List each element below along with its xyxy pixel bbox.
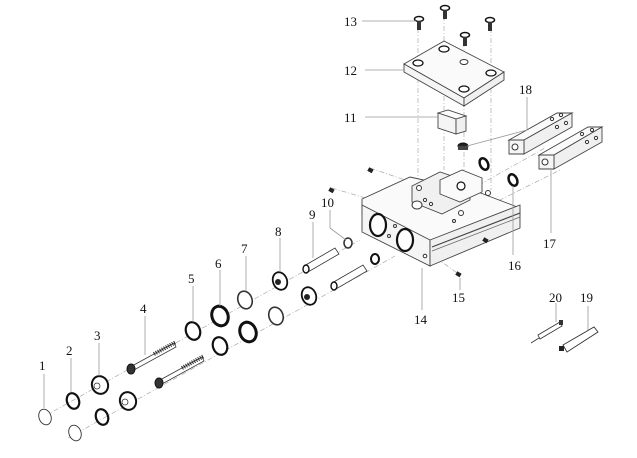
part-2-o-rings <box>65 392 110 426</box>
part-6-bushings <box>210 304 258 344</box>
guide-rail-icon <box>537 126 604 170</box>
callout-16: 16 <box>508 258 522 273</box>
guide-pin-icon <box>330 264 368 291</box>
rod-seal-icon <box>211 336 229 356</box>
piston-rod-icon <box>126 340 177 375</box>
axis-setscrew-left <box>369 167 406 181</box>
callout-7: 7 <box>241 241 248 256</box>
callout-9: 9 <box>309 207 316 222</box>
small-o-ring-icon <box>343 237 353 249</box>
top-plate-side-face <box>463 71 505 107</box>
callout-10: 10 <box>321 195 334 210</box>
retaining-ring-icon <box>68 424 82 442</box>
bore-lower <box>395 227 415 253</box>
part-18-port-seal <box>457 142 469 150</box>
small-o-ring-icon <box>370 253 380 265</box>
part-3-end-caps <box>90 375 138 411</box>
piston-rod-icon <box>154 354 205 389</box>
callout-20: 20 <box>549 290 562 305</box>
bushing-icon <box>210 304 230 328</box>
set-screw-icon <box>328 187 335 194</box>
callout-6: 6 <box>215 256 222 271</box>
part-8-pistons <box>271 271 318 306</box>
countersunk-screw-icon <box>413 15 425 30</box>
set-screw-icon <box>482 237 489 244</box>
callout-17: 17 <box>543 236 557 251</box>
callout-15: 15 <box>452 290 465 305</box>
o-ring-icon <box>65 392 81 410</box>
part-7-wear-rings <box>236 290 285 326</box>
part-17-guide-rails <box>507 112 604 170</box>
part-20-grease-nozzle <box>530 320 563 344</box>
leader-lines <box>43 20 589 408</box>
callout-13: 13 <box>344 14 357 29</box>
callout-1: 1 <box>39 358 46 373</box>
part-12-top-plate <box>403 40 505 107</box>
guide-pin-icon <box>302 247 340 274</box>
o-ring-icon <box>94 408 110 426</box>
bushing-icon <box>238 320 258 344</box>
part-11-magnet <box>436 109 468 135</box>
axis-rail-lower <box>489 169 561 206</box>
countersunk-screw-icon <box>439 4 451 19</box>
callout-3: 3 <box>94 328 101 343</box>
axis-setscrew-15 <box>427 251 461 276</box>
part-13-screws <box>413 4 496 46</box>
callout-19: 19 <box>580 290 593 305</box>
callout-14: 14 <box>414 312 428 327</box>
countersunk-screw-icon <box>459 31 471 46</box>
washer-seal-icon <box>478 157 490 171</box>
callout-labels: 1 2 3 4 5 6 7 8 9 10 11 12 13 14 15 16 1… <box>39 14 593 373</box>
callout-8: 8 <box>275 224 282 239</box>
part-9-guide-pins <box>302 247 368 291</box>
part-4-piston-rods <box>126 340 205 389</box>
set-screw-icon <box>367 167 374 174</box>
part-14-body <box>361 169 521 267</box>
callout-5: 5 <box>188 271 195 286</box>
part-16-washer-seals <box>478 157 519 187</box>
washer-seal-icon <box>507 173 519 187</box>
axis-rail-upper <box>469 147 546 191</box>
part-10-small-o-rings <box>343 237 380 265</box>
part-1-retaining-rings <box>38 408 82 442</box>
part-19-grease-tube <box>559 326 599 353</box>
set-screw-icon <box>455 271 462 278</box>
part-5-rod-seals <box>184 321 229 356</box>
countersunk-screw-icon <box>484 16 496 31</box>
part-15-set-screws <box>328 167 489 278</box>
wear-ring-icon <box>236 290 254 310</box>
callout-18: 18 <box>519 82 532 97</box>
wear-ring-icon <box>267 306 285 326</box>
rod-seal-icon <box>184 321 202 341</box>
callout-4: 4 <box>140 301 147 316</box>
body-side-face <box>429 204 521 267</box>
callout-2: 2 <box>66 343 73 358</box>
callout-12: 12 <box>344 63 357 78</box>
callout-11: 11 <box>344 110 357 125</box>
guide-rail-icon <box>507 112 574 155</box>
bore-upper <box>368 212 388 238</box>
retaining-ring-icon <box>38 408 52 426</box>
